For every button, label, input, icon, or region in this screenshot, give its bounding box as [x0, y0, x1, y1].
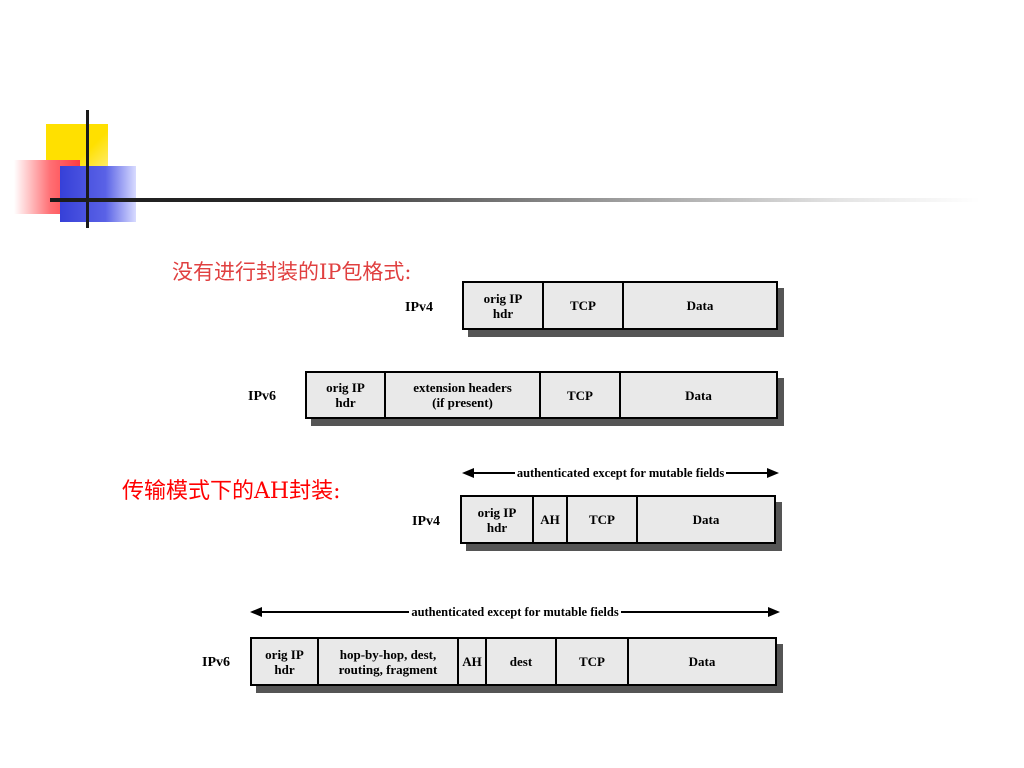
- logo-vertical-line: [86, 110, 89, 228]
- section2-ipv6-auth-span: authenticated except for mutable fields: [250, 603, 781, 621]
- field-tcp: TCP: [544, 283, 624, 328]
- field-data: Data: [685, 387, 712, 403]
- section2-ipv6-label: IPv6: [202, 655, 230, 670]
- section1-ipv6-label: IPv6: [248, 389, 276, 404]
- arrow-left-icon: [462, 468, 474, 478]
- field-ah: AH: [534, 497, 568, 542]
- arrow-right-icon: [768, 607, 781, 617]
- arrow-line: [620, 611, 769, 613]
- section1-title: 没有进行封装的IP包格式:: [172, 260, 412, 284]
- field-data: Data: [688, 654, 716, 669]
- arrow-left-icon: [250, 607, 262, 617]
- field-data: Data: [692, 512, 720, 527]
- arrow-line: [726, 472, 768, 474]
- field-extension-headers: extension headers(if present): [386, 373, 541, 417]
- field-data: Data: [686, 298, 714, 313]
- field-dest: dest: [487, 639, 557, 684]
- section1-ipv4-label: IPv4: [405, 300, 433, 315]
- header-rule: [50, 198, 980, 202]
- field-hop-by-hop-dest-routing-fragment: hop-by-hop, dest,routing, fragment: [319, 639, 459, 684]
- arrow-line: [262, 611, 410, 613]
- section2-title: 传输模式下的AH封装:: [122, 479, 341, 504]
- field-ah: AH: [459, 639, 487, 684]
- field-tcp: TCP: [568, 497, 638, 542]
- arrow-right-icon: [767, 468, 780, 478]
- field-tcp: TCP: [541, 373, 621, 417]
- section2-ipv4-label: IPv4: [412, 514, 440, 529]
- arrow-line: [474, 472, 515, 474]
- logo-blue-square: [60, 166, 136, 222]
- auth-span-label: authenticated except for mutable fields: [411, 604, 619, 619]
- auth-span-label: authenticated except for mutable fields: [516, 465, 725, 480]
- field-tcp: TCP: [557, 639, 629, 684]
- section2-ipv4-auth-span: authenticated except for mutable fields: [462, 464, 780, 482]
